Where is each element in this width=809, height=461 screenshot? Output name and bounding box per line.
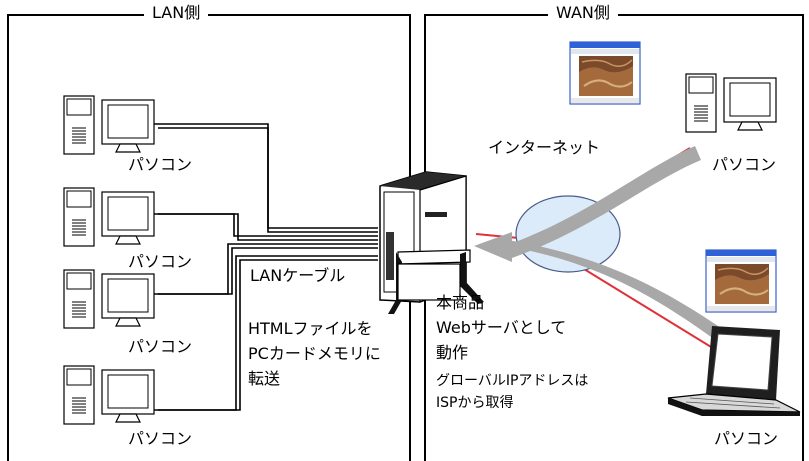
lan-side-title: LAN側 <box>144 2 209 24</box>
desktop-pc-icon <box>63 269 155 329</box>
browser-window-icon <box>569 41 641 105</box>
flow-arrows <box>474 146 724 342</box>
laptop-pc-icon <box>667 326 801 416</box>
pc-label: パソコン <box>128 252 193 271</box>
lan-cable-label: LANケーブル <box>250 266 346 285</box>
desktop-pc-icon <box>63 365 155 425</box>
transfer-note-line3: 転送 <box>248 369 281 388</box>
router-icon <box>379 171 484 314</box>
router-role-line1: Webサーバとして <box>436 318 567 337</box>
wan-side-title: WAN側 <box>548 2 618 24</box>
pc-label: パソコン <box>128 429 193 448</box>
router-role-line2: 動作 <box>436 343 469 362</box>
transfer-note-line1: HTMLファイルを <box>248 319 373 338</box>
browser-window-icon <box>705 249 777 313</box>
desktop-pc-icon <box>63 187 155 247</box>
router-title: 本商品 <box>436 293 485 312</box>
global-ip-note-line2: ISPから取得 <box>436 395 514 411</box>
desktop-pc-icon <box>685 73 777 133</box>
pc-label: パソコン <box>712 155 777 174</box>
pc-label: パソコン <box>128 337 193 356</box>
transfer-note-line2: PCカードメモリに <box>248 344 381 363</box>
pc-label: パソコン <box>128 155 193 174</box>
desktop-pc-icon <box>63 95 155 155</box>
internet-label: インターネット <box>488 138 601 157</box>
pc-label: パソコン <box>714 429 779 448</box>
global-ip-note-line1: グローバルIPアドレスは <box>436 373 589 389</box>
lan-cables <box>152 123 378 411</box>
